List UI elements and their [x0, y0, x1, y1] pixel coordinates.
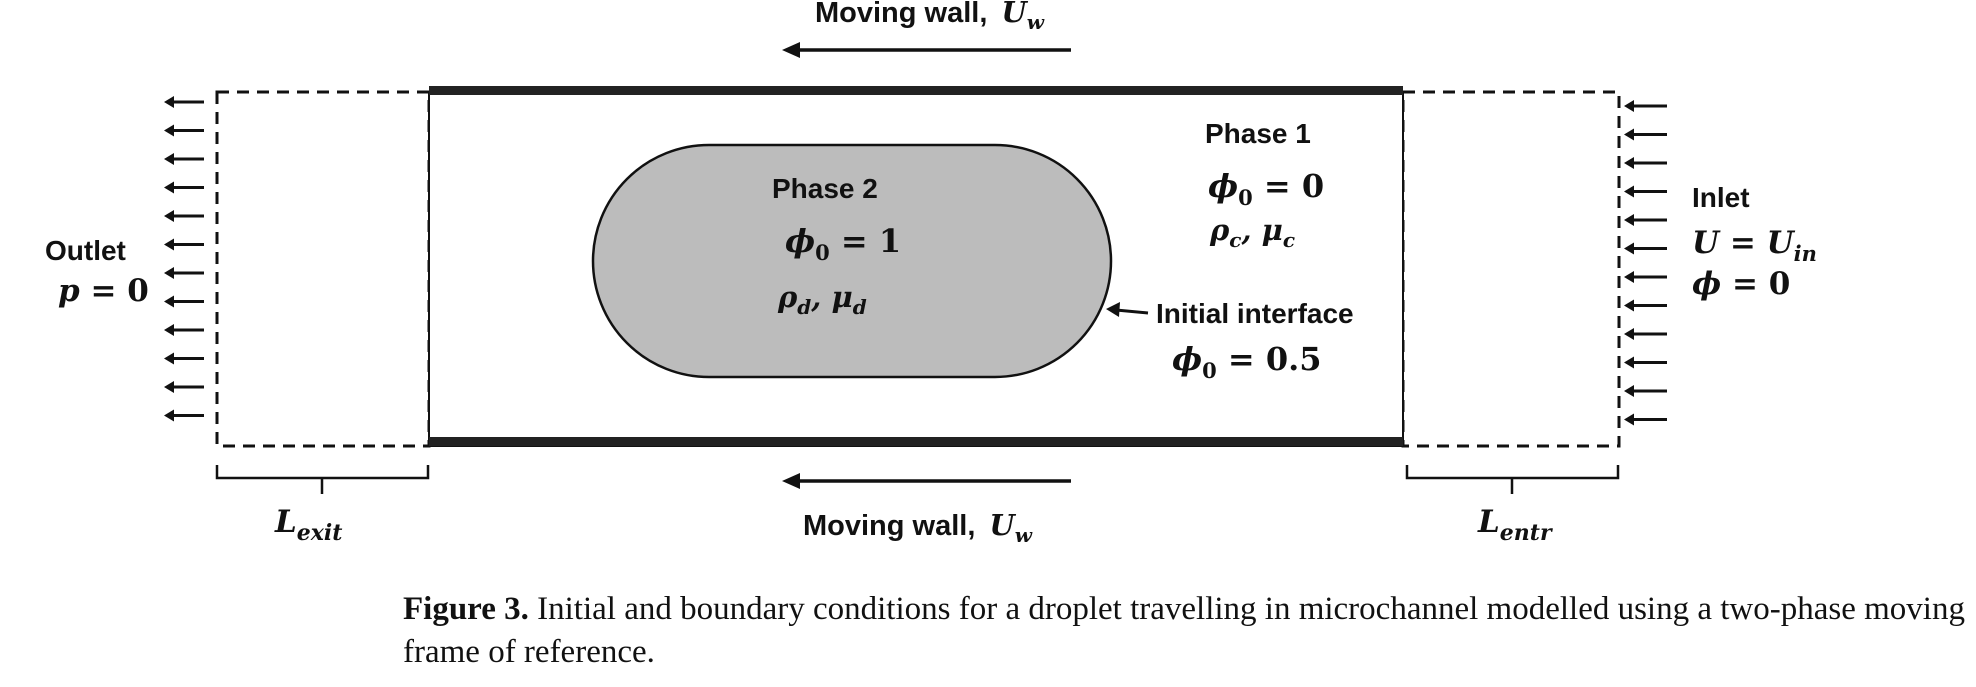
exit-brace [215, 465, 430, 494]
phase1-title: Phase 1 [1205, 118, 1311, 149]
phase1-phi: ϕ0 = 0 [1208, 167, 1324, 210]
flow-arrow [164, 324, 204, 336]
phase2-title: Phase 2 [772, 173, 878, 204]
top-wall-label: Moving wall,Uw [815, 0, 1045, 34]
flow-arrow [164, 238, 204, 251]
top-wall [429, 86, 1403, 95]
l-exit-label: Lexit [274, 504, 342, 546]
entrance-region [1401, 90, 1621, 448]
flow-arrow [1624, 100, 1667, 112]
bottom-wall [429, 437, 1403, 446]
phase2-phi: ϕ0 = 1 [785, 222, 901, 265]
flow-arrow [1624, 328, 1667, 340]
flow-arrow [1624, 356, 1667, 369]
interface-phi: ϕ0 = 0.5 [1172, 340, 1322, 383]
flow-arrow [1624, 214, 1667, 226]
exit-region [215, 90, 431, 448]
top-wall-arrow [782, 42, 1071, 58]
figure-caption: Figure 3. Initial and boundary condition… [403, 588, 1973, 674]
flow-arrow [1624, 271, 1667, 283]
phase2-props: ρd, μd [777, 280, 867, 319]
outlet-title: Outlet [45, 235, 126, 266]
outlet-condition: p = 0 [58, 273, 149, 309]
caption-text: Initial and boundary conditions for a dr… [403, 591, 1965, 670]
flow-arrow [1624, 299, 1667, 312]
flow-arrow [164, 409, 204, 422]
l-entr-label: Lentr [1477, 504, 1553, 546]
flow-arrow [1624, 185, 1667, 198]
flow-arrow [164, 267, 204, 279]
flow-arrow [1624, 157, 1667, 169]
flow-arrow [164, 352, 204, 365]
phase1-props: ρc, μc [1209, 213, 1295, 252]
inlet-velocity: U = Uin [1692, 225, 1817, 266]
bottom-wall-arrow [782, 473, 1071, 489]
flow-arrow [1624, 385, 1667, 397]
entrance-brace [1405, 465, 1620, 494]
flow-arrow [164, 124, 204, 137]
flow-arrow [1624, 413, 1667, 426]
caption-label: Figure 3. [403, 591, 529, 627]
flow-arrow [1624, 128, 1667, 141]
inlet-arrows [1624, 100, 1667, 426]
inlet-title: Inlet [1692, 182, 1750, 213]
outlet-arrows [164, 96, 204, 422]
flow-arrow [164, 295, 204, 308]
flow-arrow [164, 210, 204, 222]
flow-arrow [164, 153, 204, 165]
interface-title: Initial interface [1156, 298, 1354, 329]
flow-arrow [164, 181, 204, 194]
inlet-phi: ϕ = 0 [1692, 266, 1790, 302]
flow-arrow [1624, 242, 1667, 255]
interface-arrow [1106, 302, 1149, 317]
droplet [591, 143, 1113, 379]
bottom-wall-label: Moving wall,Uw [803, 508, 1033, 547]
flow-arrow [164, 381, 204, 393]
flow-arrow [164, 96, 204, 108]
